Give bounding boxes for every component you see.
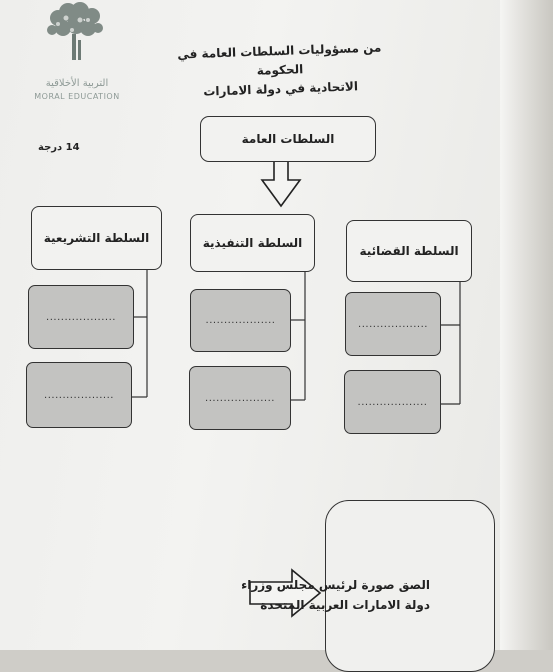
blank-line: ...................: [44, 389, 114, 401]
judicial-answer-1[interactable]: ...................: [345, 292, 441, 356]
diagram-connectors: [131, 159, 461, 618]
grade-label: 14 درجة: [38, 142, 80, 153]
blank-line: ...................: [46, 311, 116, 323]
judicial-label: السلطة القضائية: [359, 244, 459, 258]
instruction-line-2: دولة الامارات العربية المتحدة: [260, 598, 430, 612]
executive-answer-1[interactable]: ...................: [190, 289, 291, 352]
legislative-answer-2[interactable]: ...................: [26, 362, 132, 428]
photo-instruction: الصق صورة لرئيس مجلس وزراء دولة الامارات…: [200, 575, 430, 615]
blank-line: ...................: [205, 315, 276, 326]
judicial-answer-2[interactable]: ...................: [344, 370, 441, 434]
page-edge: [500, 0, 553, 650]
right-arrow-icon: [249, 568, 322, 618]
photo-paste-area[interactable]: [325, 500, 495, 672]
blank-line: ...................: [357, 396, 428, 408]
executive-label: السلطة التنفيذية: [202, 236, 303, 250]
blank-line: ...................: [205, 392, 275, 404]
logo-english-text: MORAL EDUCATION: [34, 92, 120, 101]
logo-arabic-text: التربية الأخلاقية: [45, 78, 109, 89]
legislative-label: السلطة التشريعية: [43, 231, 150, 245]
tree-logo-icon: [47, 2, 103, 60]
blank-line: ...................: [358, 318, 428, 330]
judicial-authority-box: السلطة القضائية: [346, 220, 472, 282]
public-authorities-box: السلطات العامة: [200, 116, 376, 162]
legislative-authority-box: السلطة التشريعية: [31, 206, 162, 270]
instruction-line-1: الصق صورة لرئيس مجلس وزراء: [241, 578, 430, 592]
executive-authority-box: السلطة التنفيذية: [190, 214, 315, 272]
executive-answer-2[interactable]: ...................: [189, 366, 291, 430]
legislative-answer-1[interactable]: ...................: [28, 285, 134, 349]
public-authorities-label: السلطات العامة: [241, 132, 335, 146]
down-arrow-icon: [260, 159, 302, 208]
